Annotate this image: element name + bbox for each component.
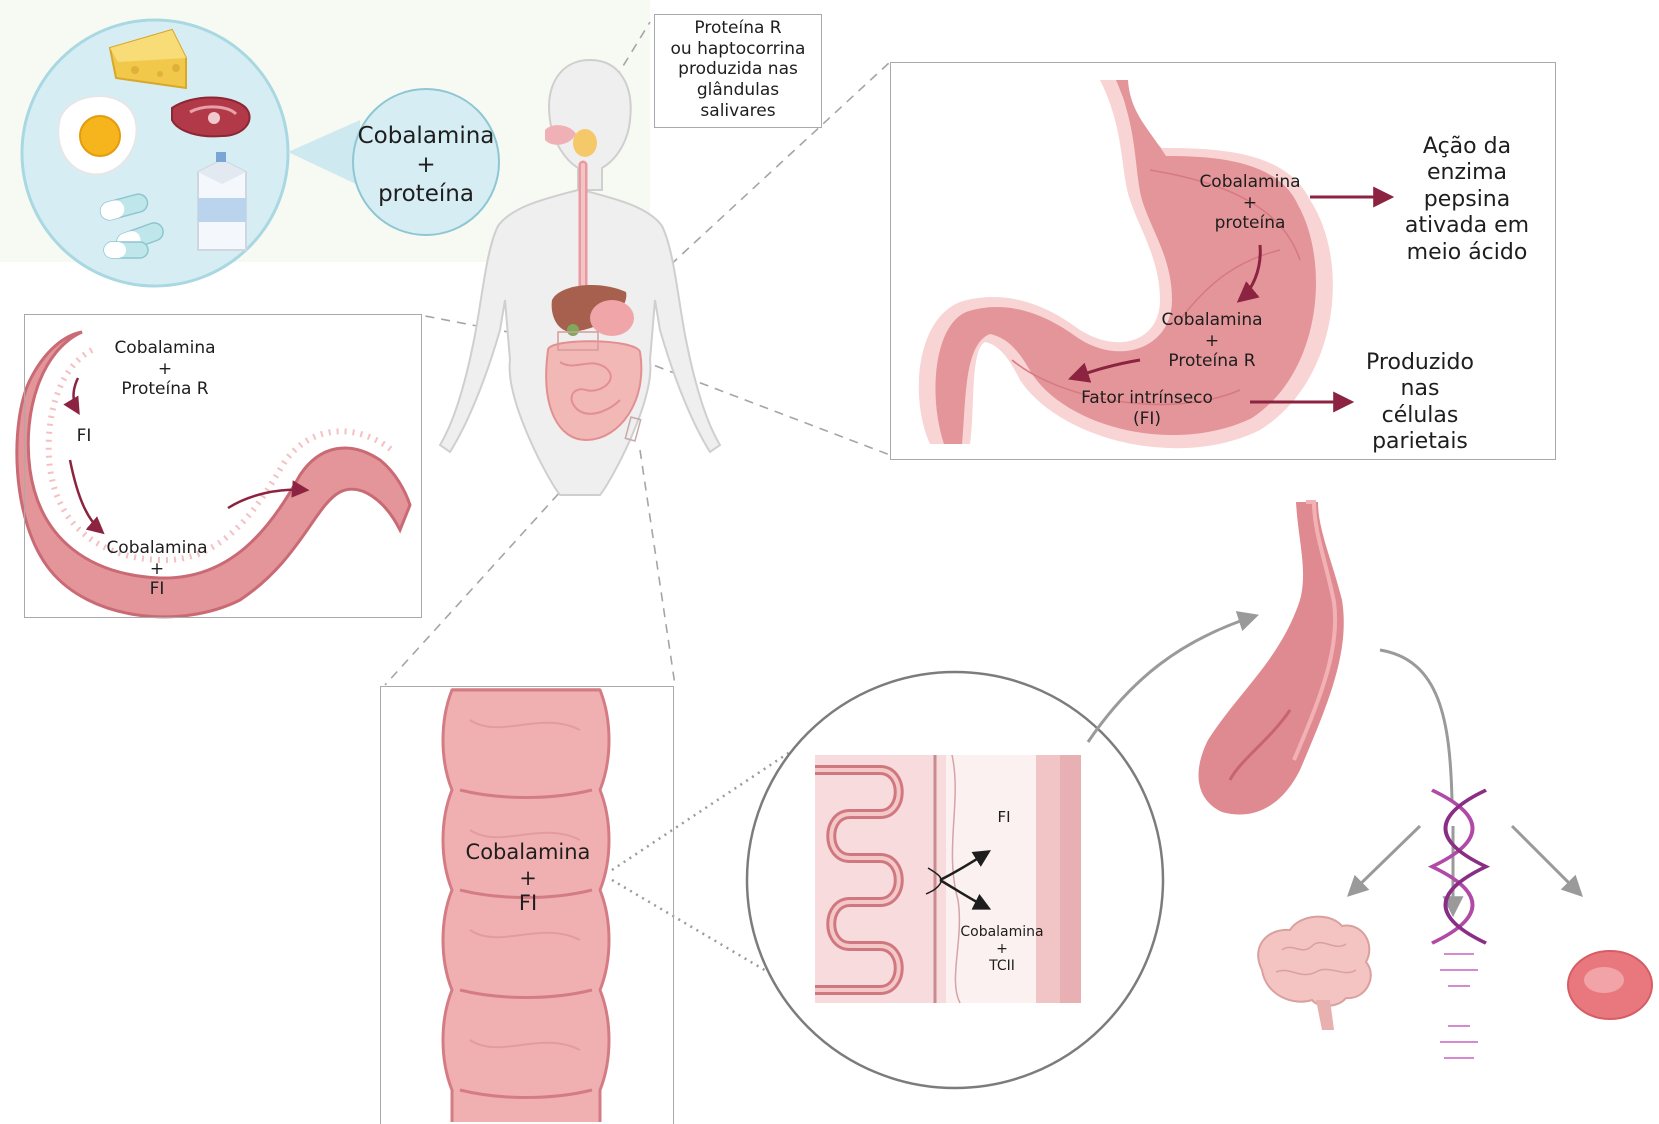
steak-icon	[172, 98, 250, 137]
distribution-arrows	[1350, 826, 1580, 913]
absorption-label-cobalamina-tcii: Cobalamina + TCII	[948, 924, 1056, 975]
stomach-label-cobalamina-proteina: Cobalamina + proteína	[1180, 172, 1320, 234]
pepsin-action-text: Ação da enzima pepsina ativada em meio á…	[1392, 134, 1542, 266]
nutrient-bubble-label: Cobalamina + proteína	[353, 122, 499, 208]
dna-icon	[1432, 790, 1486, 1058]
stomach-label-fator-intrinseco: Fator intrínseco (FI)	[1062, 388, 1232, 429]
parietal-cells-text: Produzido nas células parietais	[1350, 350, 1490, 456]
duodenum-label-cobalamina-proteina-r: Cobalamina + Proteína R	[100, 338, 230, 400]
stomach-label-cobalamina-proteina-r: Cobalamina + Proteína R	[1142, 310, 1282, 372]
blood-vessel-illustration	[1199, 502, 1344, 815]
distribution-stem	[1380, 650, 1452, 800]
duodenum-label-cobalamina-fi: Cobalamina + FI	[92, 538, 222, 600]
absorption-illustration	[747, 672, 1163, 1088]
salivary-note-text: Proteína R ou haptocorrina produzida nas…	[656, 18, 820, 122]
ileum-label-cobalamina-fi: Cobalamina + FI	[455, 840, 601, 917]
absorption-label-fi: FI	[984, 808, 1024, 827]
duodenum-label-fi: FI	[66, 426, 102, 447]
brain-icon	[1258, 917, 1371, 1030]
red-blood-cell-icon	[1568, 951, 1652, 1019]
